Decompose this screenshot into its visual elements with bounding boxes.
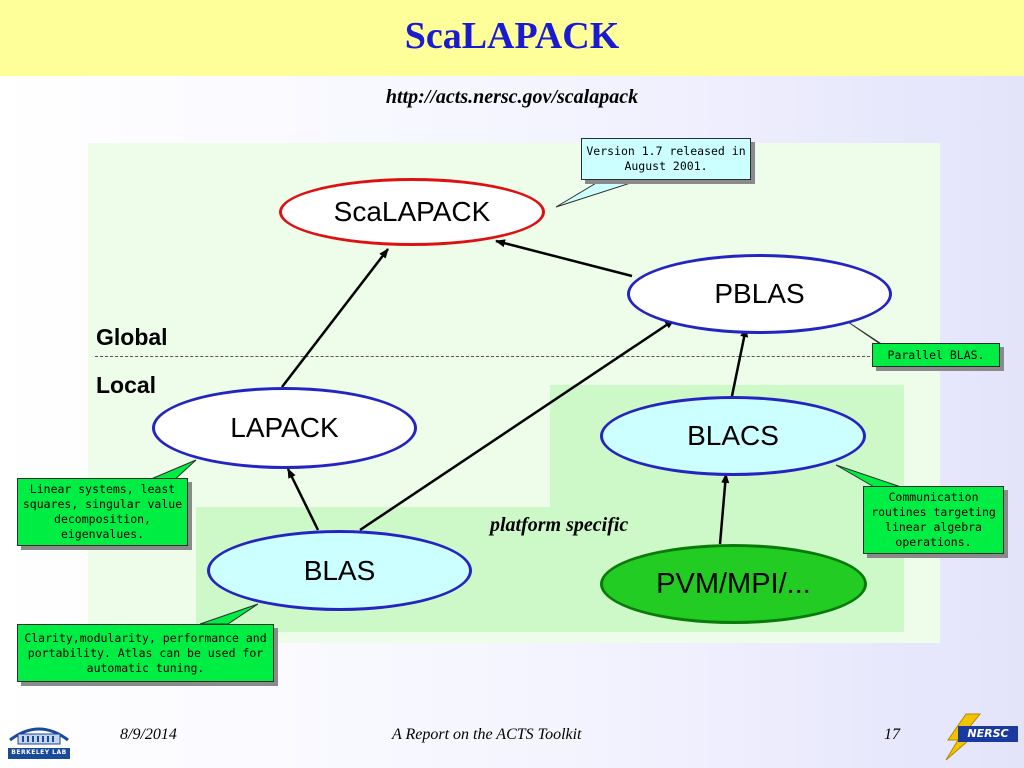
callout-parallel-blas: Parallel BLAS. bbox=[872, 343, 1000, 367]
slide-title: ScaLAPACK bbox=[404, 15, 620, 57]
nersc-logo-text: NERSC bbox=[967, 727, 1009, 740]
global-label: Global bbox=[96, 324, 168, 350]
callout-pointer-blacs bbox=[835, 464, 905, 489]
nersc-logo: NERSC bbox=[936, 710, 1020, 762]
node-pblas: PBLAS bbox=[627, 254, 892, 334]
callout-blacs-description: Communication routines targeting linear … bbox=[863, 486, 1004, 554]
slide-url: http://acts.nersc.gov/scalapack bbox=[385, 86, 639, 108]
node-blacs: BLACS bbox=[600, 396, 866, 476]
global-local-divider bbox=[95, 356, 875, 357]
berkeley-lab-logo: BERKELEY LAB bbox=[6, 710, 72, 760]
callout-blas-description: Clarity,modularity, performance and port… bbox=[17, 624, 274, 682]
callout-pointer-version bbox=[555, 175, 641, 208]
node-pvm-mpi: PVM/MPI/... bbox=[600, 544, 867, 624]
callout-lapack-description: Linear systems, least squares, singular … bbox=[17, 478, 188, 546]
footer-date: 8/9/2014 bbox=[120, 726, 177, 743]
title-bar bbox=[0, 0, 1024, 76]
node-scalapack: ScaLAPACK bbox=[279, 178, 545, 246]
footer-page-number: 17 bbox=[884, 726, 900, 743]
callout-version: Version 1.7 released in August 2001. bbox=[581, 138, 751, 180]
arrow-blacs-to-pblas bbox=[730, 327, 749, 397]
node-blas: BLAS bbox=[207, 530, 472, 611]
arrow-blas-to-lapack bbox=[286, 468, 320, 531]
arrow-blas-to-pblas bbox=[359, 318, 675, 532]
arrow-pvm-to-blacs bbox=[718, 473, 730, 545]
callout-pointer-blas bbox=[199, 603, 259, 625]
arrow-lapack-to-scalapack bbox=[281, 248, 389, 388]
node-lapack: LAPACK bbox=[152, 387, 417, 469]
berkeley-lab-logo-text: BERKELEY LAB bbox=[11, 749, 67, 756]
platform-specific-label: platform specific bbox=[490, 514, 629, 536]
footer-title: A Report on the ACTS Toolkit bbox=[392, 726, 582, 743]
arrow-pblas-to-scalapack bbox=[495, 239, 633, 278]
local-label: Local bbox=[96, 372, 157, 398]
